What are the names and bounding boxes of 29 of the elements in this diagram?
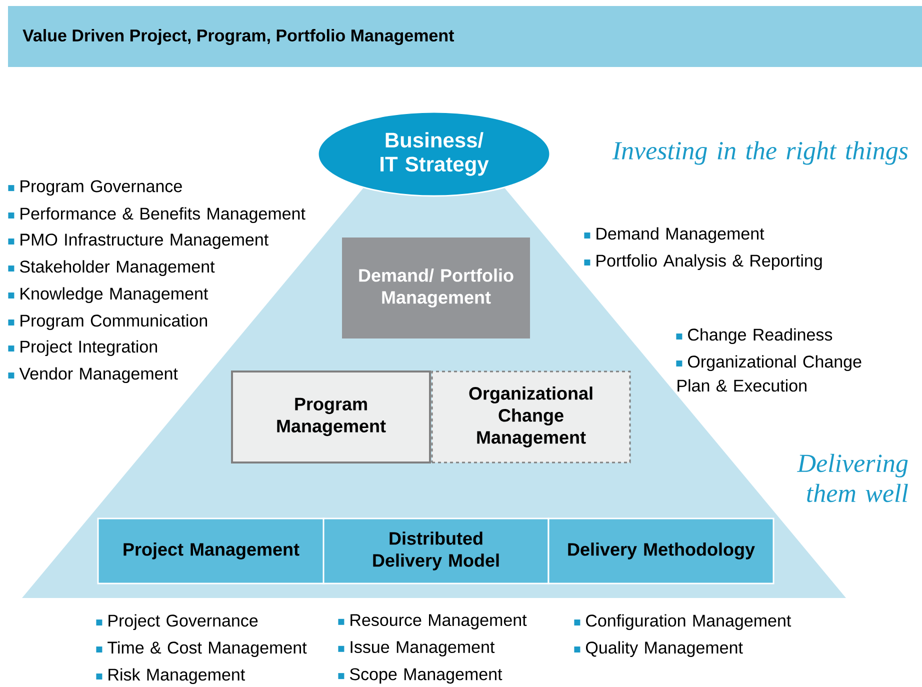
bullet-item: Program Governance (8, 180, 182, 196)
bullet-item: Organizational Change Plan & Execution (676, 355, 862, 392)
bullet-item: Issue Management (338, 641, 495, 656)
bullet-item: Resource Management (338, 614, 527, 630)
bullet-item: PMO Infrastructure Management (8, 233, 268, 250)
bullet-item: Performance & Benefits Management (8, 207, 306, 224)
bullet-item: Project Integration (8, 340, 157, 356)
tagline: Delivering them well (796, 454, 908, 502)
bullet-item: Configuration Management (574, 614, 792, 630)
process-box: Program Management (231, 370, 431, 464)
bullet-item: Stakeholder Management (8, 260, 215, 276)
process-box: Organizational Change Management (431, 370, 631, 464)
title-banner: Value Driven Project, Program, Portfolio Management (8, 6, 922, 67)
process-box: Project Management (97, 518, 325, 584)
bullet-item: Time & Cost Management (96, 641, 307, 658)
bullet-item: Quality Management (574, 641, 743, 658)
bullet-item: Vendor Management (8, 367, 178, 384)
bullet-item: Portfolio Analysis & Reporting (584, 254, 822, 270)
process-box: Delivery Methodology (548, 518, 774, 584)
process-box: Distributed Delivery Model (322, 518, 550, 584)
bullet-item: Risk Management (96, 668, 245, 684)
bullet-item: Knowledge Management (8, 287, 208, 304)
tagline: Investing in the right things (612, 141, 908, 165)
bullet-item: Demand Management (584, 227, 764, 244)
bullet-item: Change Readiness (676, 328, 832, 344)
process-box: Demand/ Portfolio Management (342, 238, 530, 338)
bullet-item: Program Communication (8, 314, 208, 330)
bullet-item: Scope Management (338, 668, 502, 684)
bullet-item: Project Governance (96, 614, 258, 630)
